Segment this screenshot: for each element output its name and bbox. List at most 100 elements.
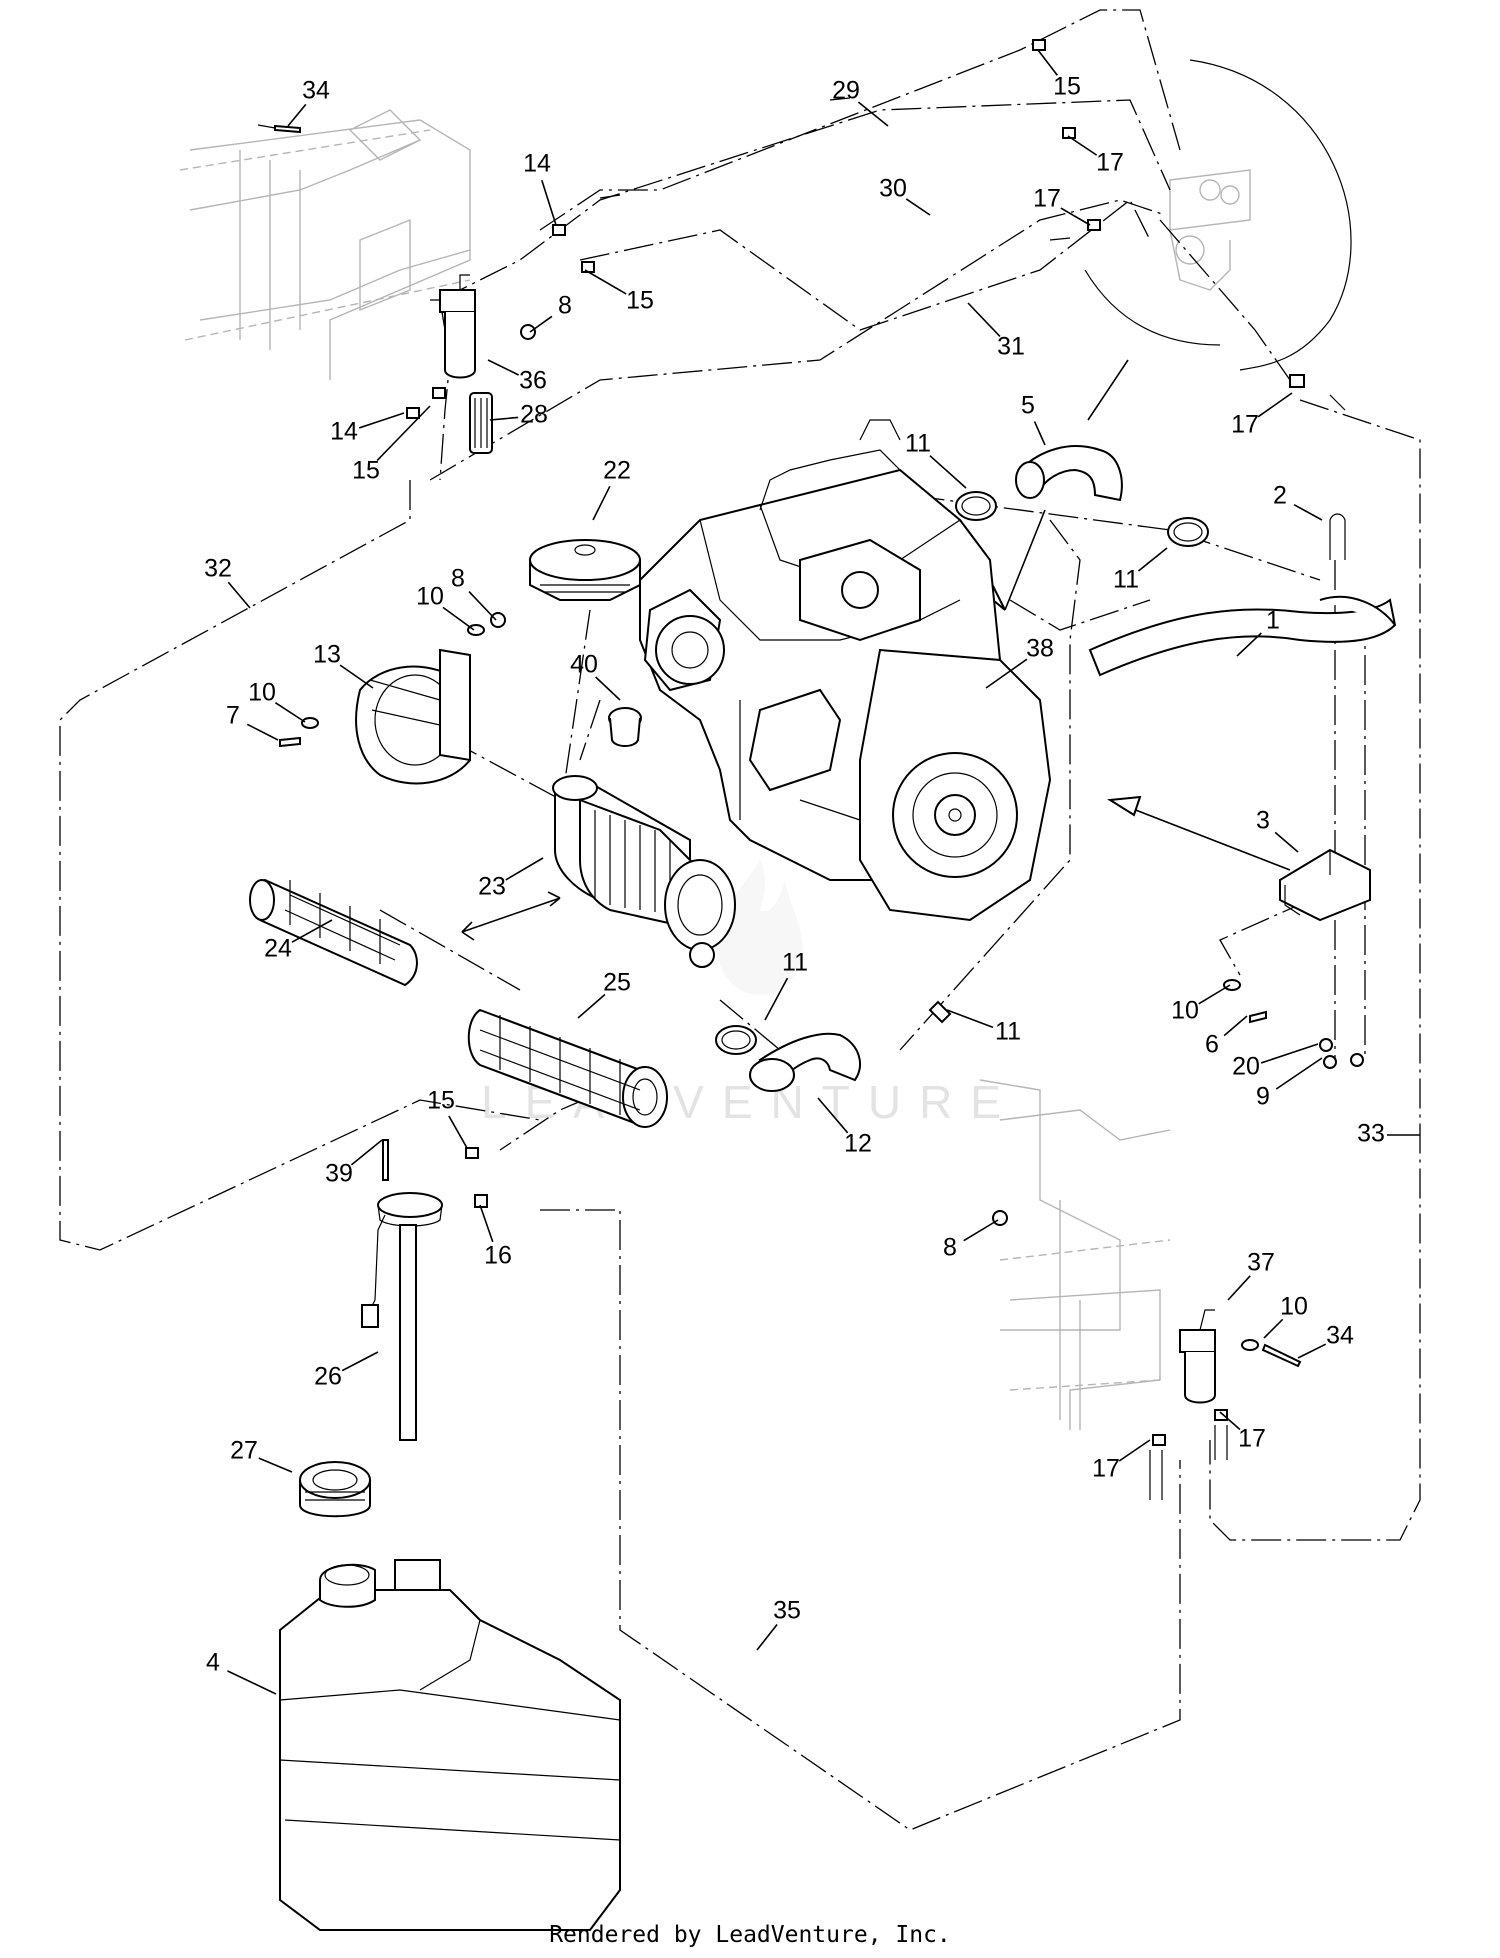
callout-leader-17 (1067, 135, 1098, 156)
callout-label-16: 16 (484, 1242, 512, 1270)
callout-leader-34 (287, 103, 307, 127)
callout-label-29: 29 (832, 77, 860, 105)
callout-label-17: 17 (1231, 411, 1259, 439)
elbow-hose-5 (1015, 445, 1123, 502)
fuel-line-33 (1209, 399, 1421, 1541)
callout-leader-24 (291, 919, 333, 943)
fuel-sender-26 (361, 1192, 443, 1441)
callout-label-15: 15 (352, 457, 380, 485)
callout-label-40: 40 (570, 651, 598, 679)
fuel-line-35 (540, 1209, 1181, 1831)
callout-leader-20 (1260, 1043, 1319, 1064)
callout-leader-16 (479, 1204, 494, 1243)
callout-label-15: 15 (1053, 73, 1081, 101)
callout-leader-22 (592, 485, 611, 521)
callout-label-3: 3 (1256, 807, 1270, 835)
callout-leader-10 (274, 702, 306, 723)
callout-leader-3 (1274, 831, 1299, 853)
callout-label-32: 32 (204, 555, 232, 583)
callout-leader-2 (1293, 503, 1323, 521)
callout-leader-11 (1137, 547, 1168, 572)
callout-leader-31 (967, 302, 1001, 337)
callout-leader-7 (246, 723, 279, 741)
callout-leader-17 (1257, 392, 1293, 418)
callout-label-27: 27 (230, 1437, 258, 1465)
fuel-line-32 (59, 480, 541, 1251)
callout-leader-9 (1275, 1057, 1323, 1090)
callout-leader-4 (227, 1670, 277, 1695)
callout-label-36: 36 (519, 367, 547, 395)
callout-leader-36 (487, 359, 519, 376)
callout-leader-14 (541, 180, 557, 226)
callout-leader-34 (1297, 1343, 1327, 1359)
mounting-rod-2 (1329, 513, 1346, 560)
detail-view-arc (972, 59, 1352, 611)
callout-label-26: 26 (314, 1363, 342, 1391)
engine-38 (639, 419, 1052, 922)
callout-leader-10 (1198, 984, 1231, 1005)
callout-label-11: 11 (782, 949, 808, 977)
frame-rail-upper-left (179, 109, 471, 380)
callout-label-31: 31 (997, 333, 1025, 361)
callout-leader-15 (376, 405, 431, 462)
callout-leader-39 (350, 1139, 383, 1166)
callout-label-8: 8 (451, 565, 465, 593)
callout-label-33: 33 (1357, 1120, 1385, 1148)
callout-label-10: 10 (1171, 997, 1199, 1025)
fuel-filter-element-28 (469, 392, 493, 454)
callout-leader-17 (1219, 1411, 1241, 1431)
callout-label-11: 11 (905, 430, 931, 458)
callout-label-17: 17 (1033, 185, 1061, 213)
callout-label-17: 17 (1096, 149, 1124, 177)
callout-leader-11 (946, 1009, 994, 1029)
callout-label-23: 23 (478, 873, 506, 901)
outer-filter-25 (467, 1008, 668, 1128)
callout-label-20: 20 (1232, 1053, 1260, 1081)
callout-label-15: 15 (626, 287, 654, 315)
callout-label-10: 10 (1280, 1293, 1308, 1321)
callout-leader-40 (595, 676, 621, 701)
callout-label-13: 13 (313, 641, 341, 669)
callout-label-30: 30 (879, 175, 907, 203)
frame-rail-lower-right (979, 1079, 1171, 1430)
callout-label-14: 14 (523, 150, 551, 178)
air-cleaner-cap-22 (529, 539, 641, 601)
callout-leader-8 (529, 315, 553, 333)
callout-leader-13 (339, 664, 374, 689)
fuel-line-31 (579, 199, 1151, 331)
callout-leader-26 (341, 1351, 379, 1372)
callout-leader-6 (1223, 1015, 1248, 1037)
callout-label-24: 24 (264, 935, 292, 963)
callout-label-8: 8 (943, 1234, 957, 1262)
callout-leader-30 (905, 198, 931, 216)
mount-bracket-3 (1279, 848, 1371, 922)
callout-leader-8 (963, 1219, 999, 1242)
callout-leader-15 (584, 269, 627, 295)
callout-leader-8 (468, 591, 497, 621)
callout-label-6: 6 (1205, 1031, 1219, 1059)
callout-label-11: 11 (1113, 566, 1139, 594)
callout-leader-15 (1037, 49, 1058, 76)
callout-leader-15 (448, 1115, 468, 1149)
hose-clamp-11 (715, 491, 1209, 1055)
callout-label-4: 4 (206, 1649, 220, 1677)
callout-label-22: 22 (603, 457, 631, 485)
callout-label-11: 11 (995, 1018, 1021, 1046)
fuel-cap-27 (299, 1461, 371, 1518)
callout-label-25: 25 (603, 969, 631, 997)
callout-label-1: 1 (1266, 607, 1280, 635)
injection-pump-detail (1169, 169, 1251, 291)
callout-leader-32 (227, 581, 251, 609)
callout-label-17: 17 (1238, 1425, 1266, 1453)
fuel-tank-4 (279, 1559, 621, 1931)
callout-label-12: 12 (844, 1130, 872, 1158)
callout-label-39: 39 (325, 1160, 353, 1188)
footer-credit: Rendered by LeadVenture, Inc. (549, 1922, 951, 1948)
callout-leader-28 (489, 416, 519, 421)
callout-label-37: 37 (1247, 1249, 1275, 1277)
callout-leader-11 (764, 977, 789, 1021)
callout-label-9: 9 (1256, 1083, 1270, 1111)
callout-label-38: 38 (1026, 635, 1054, 663)
callout-label-2: 2 (1273, 482, 1287, 510)
